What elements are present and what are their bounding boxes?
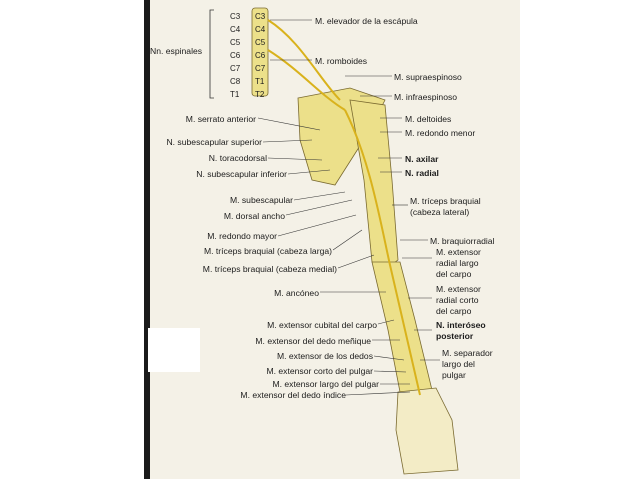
vertebra-c6: C6 bbox=[255, 51, 266, 60]
label-extensor-largo-pulgar: M. extensor largo del pulgar bbox=[272, 379, 379, 389]
label-extensor-indice: M. extensor del dedo índice bbox=[240, 390, 346, 400]
white-patch bbox=[148, 328, 200, 372]
label-serrato: M. serrato anterior bbox=[185, 114, 256, 124]
vertebra-c4: C4 bbox=[255, 25, 266, 34]
label-infraespinoso: M. infraespinoso bbox=[394, 92, 458, 102]
upper-arm bbox=[349, 99, 399, 271]
label-deltoides: M. deltoides bbox=[405, 114, 452, 124]
left-border bbox=[144, 0, 150, 479]
vertebra-c5: C5 bbox=[255, 38, 266, 47]
label-separador-1: M. separador bbox=[442, 348, 493, 358]
label-anconeo: M. ancóneo bbox=[274, 288, 319, 298]
vertebral-column bbox=[251, 7, 269, 97]
label-triceps-lateral-2: (cabeza lateral) bbox=[410, 207, 470, 217]
label-redondo-menor: M. redondo menor bbox=[405, 128, 476, 138]
level-c5: C5 bbox=[230, 38, 241, 47]
vertebra-t2: T2 bbox=[255, 90, 265, 99]
nerve-plexus-2 bbox=[267, 49, 346, 111]
level-c6: C6 bbox=[230, 51, 241, 60]
level-t1: T1 bbox=[230, 90, 240, 99]
label-interoseo-2: posterior bbox=[436, 331, 474, 341]
vertebra-c7: C7 bbox=[255, 64, 266, 73]
label-erlc-3: del carpo bbox=[436, 269, 472, 279]
label-extensor-menique: M. extensor del dedo meñique bbox=[255, 336, 371, 346]
label-dorsal-ancho: M. dorsal ancho bbox=[223, 211, 285, 221]
label-extensor-dedos: M. extensor de los dedos bbox=[276, 351, 373, 361]
label-triceps-larga: M. tríceps braquial (cabeza larga) bbox=[203, 246, 332, 256]
level-c4: C4 bbox=[230, 25, 241, 34]
label-separador-2: largo del bbox=[442, 359, 475, 369]
label-erlc-1: M. extensor bbox=[436, 247, 481, 257]
label-n-radial: N. radial bbox=[405, 168, 439, 178]
label-triceps-medial: M. tríceps braquial (cabeza medial) bbox=[202, 264, 337, 274]
label-subescapular-superior: N. subescapular superior bbox=[166, 137, 262, 147]
label-erlc-2: radial largo bbox=[436, 258, 479, 268]
level-c3: C3 bbox=[230, 12, 241, 21]
label-extensor-cubital: M. extensor cubital del carpo bbox=[267, 320, 377, 330]
label-braquiorradial: M. braquiorradial bbox=[430, 236, 495, 246]
vertebra-t1: T1 bbox=[255, 77, 265, 86]
hand bbox=[395, 387, 459, 475]
label-interoseo-1: N. interóseo bbox=[436, 320, 486, 330]
label-redondo-mayor: M. redondo mayor bbox=[207, 231, 277, 241]
label-extensor-corto-pulgar: M. extensor corto del pulgar bbox=[266, 366, 373, 376]
label-subescapular: M. subescapular bbox=[229, 195, 293, 205]
vertebra-c3: C3 bbox=[255, 12, 266, 21]
spinal-nerves-label: Nn. espinales bbox=[150, 46, 203, 56]
level-c7: C7 bbox=[230, 64, 241, 73]
label-separador-3: pulgar bbox=[442, 370, 466, 380]
label-romboides: M. romboides bbox=[315, 56, 368, 66]
label-ercc-1: M. extensor bbox=[436, 284, 481, 294]
label-n-axilar: N. axilar bbox=[405, 154, 439, 164]
label-subescapular-inferior: N. subescapular inferior bbox=[196, 169, 287, 179]
label-ercc-3: del carpo bbox=[436, 306, 472, 316]
label-elevador: M. elevador de la escápula bbox=[315, 16, 418, 26]
radial-nerve bbox=[344, 109, 421, 396]
label-supraespinoso: M. supraespinoso bbox=[394, 72, 462, 82]
label-triceps-lateral-1: M. tríceps braquial bbox=[410, 196, 481, 206]
page-edge bbox=[520, 0, 638, 479]
level-c8: C8 bbox=[230, 77, 241, 86]
label-ercc-2: radial corto bbox=[436, 295, 479, 305]
label-toracodorsal: N. toracodorsal bbox=[208, 153, 267, 163]
